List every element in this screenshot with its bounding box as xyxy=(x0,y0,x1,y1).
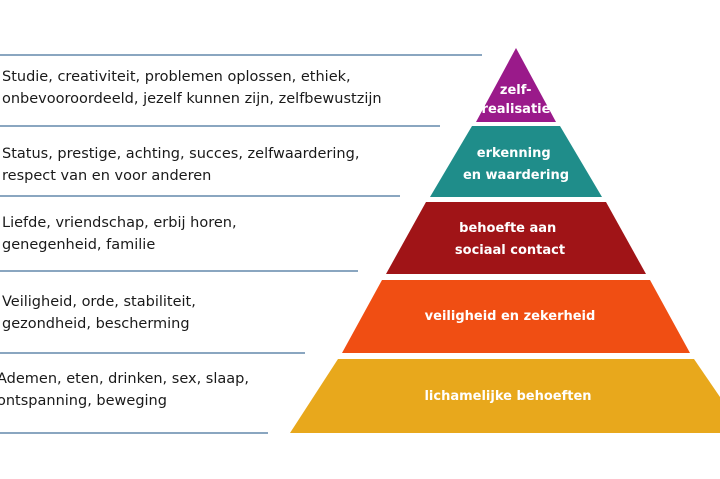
description-line: Liefde, vriendschap, erbij horen, xyxy=(2,215,237,231)
pyramid-tier-zelfrealisatie xyxy=(476,48,556,122)
pyramid-tier-lichamelijk xyxy=(290,359,720,433)
description-line: Status, prestige, achting, succes, zelfw… xyxy=(2,146,360,162)
description-line: gezondheid, bescherming xyxy=(2,316,190,332)
separator-line xyxy=(0,54,482,56)
separator-line xyxy=(0,270,358,272)
description-sociaal-contact: Liefde, vriendschap, erbij horen, genege… xyxy=(2,212,237,256)
description-line: onbevooroordeeld, jezelf kunnen zijn, ze… xyxy=(2,91,382,107)
separator-line xyxy=(0,352,305,354)
description-line: Studie, creativiteit, problemen oplossen… xyxy=(2,69,351,85)
separator-line xyxy=(0,432,268,434)
description-line: Ademen, eten, drinken, sex, slaap, xyxy=(0,371,249,387)
description-line: ontspanning, beweging xyxy=(0,393,167,409)
description-zelfrealisatie: Studie, creativiteit, problemen oplossen… xyxy=(2,66,382,110)
description-veiligheid: Veiligheid, orde, stabiliteit, gezondhei… xyxy=(2,291,196,335)
separator-line xyxy=(0,125,440,127)
pyramid-label-veiligheid: veiligheid en zekerheid xyxy=(425,309,596,324)
description-line: genegenheid, familie xyxy=(2,237,156,253)
pyramid-label-zelfrealisatie: zelf- realisatie xyxy=(482,83,551,117)
pyramid-label-sociaal-contact: behoefte aan sociaal contact xyxy=(455,221,565,258)
description-lichamelijk: Ademen, eten, drinken, sex, slaap, ontsp… xyxy=(0,368,249,412)
description-line: Veiligheid, orde, stabiliteit, xyxy=(2,294,196,310)
pyramid-tier-erkenning xyxy=(430,126,602,197)
pyramid-label-erkenning: erkenning en waardering xyxy=(463,146,569,183)
description-erkenning: Status, prestige, achting, succes, zelfw… xyxy=(2,143,359,187)
separator-line xyxy=(0,195,400,197)
pyramid-tier-sociaal-contact xyxy=(386,202,646,274)
pyramid-tier-veiligheid xyxy=(342,280,690,353)
description-line: respect van en voor anderen xyxy=(2,168,212,184)
pyramid-label-lichamelijk: lichamelijke behoeften xyxy=(424,389,591,404)
